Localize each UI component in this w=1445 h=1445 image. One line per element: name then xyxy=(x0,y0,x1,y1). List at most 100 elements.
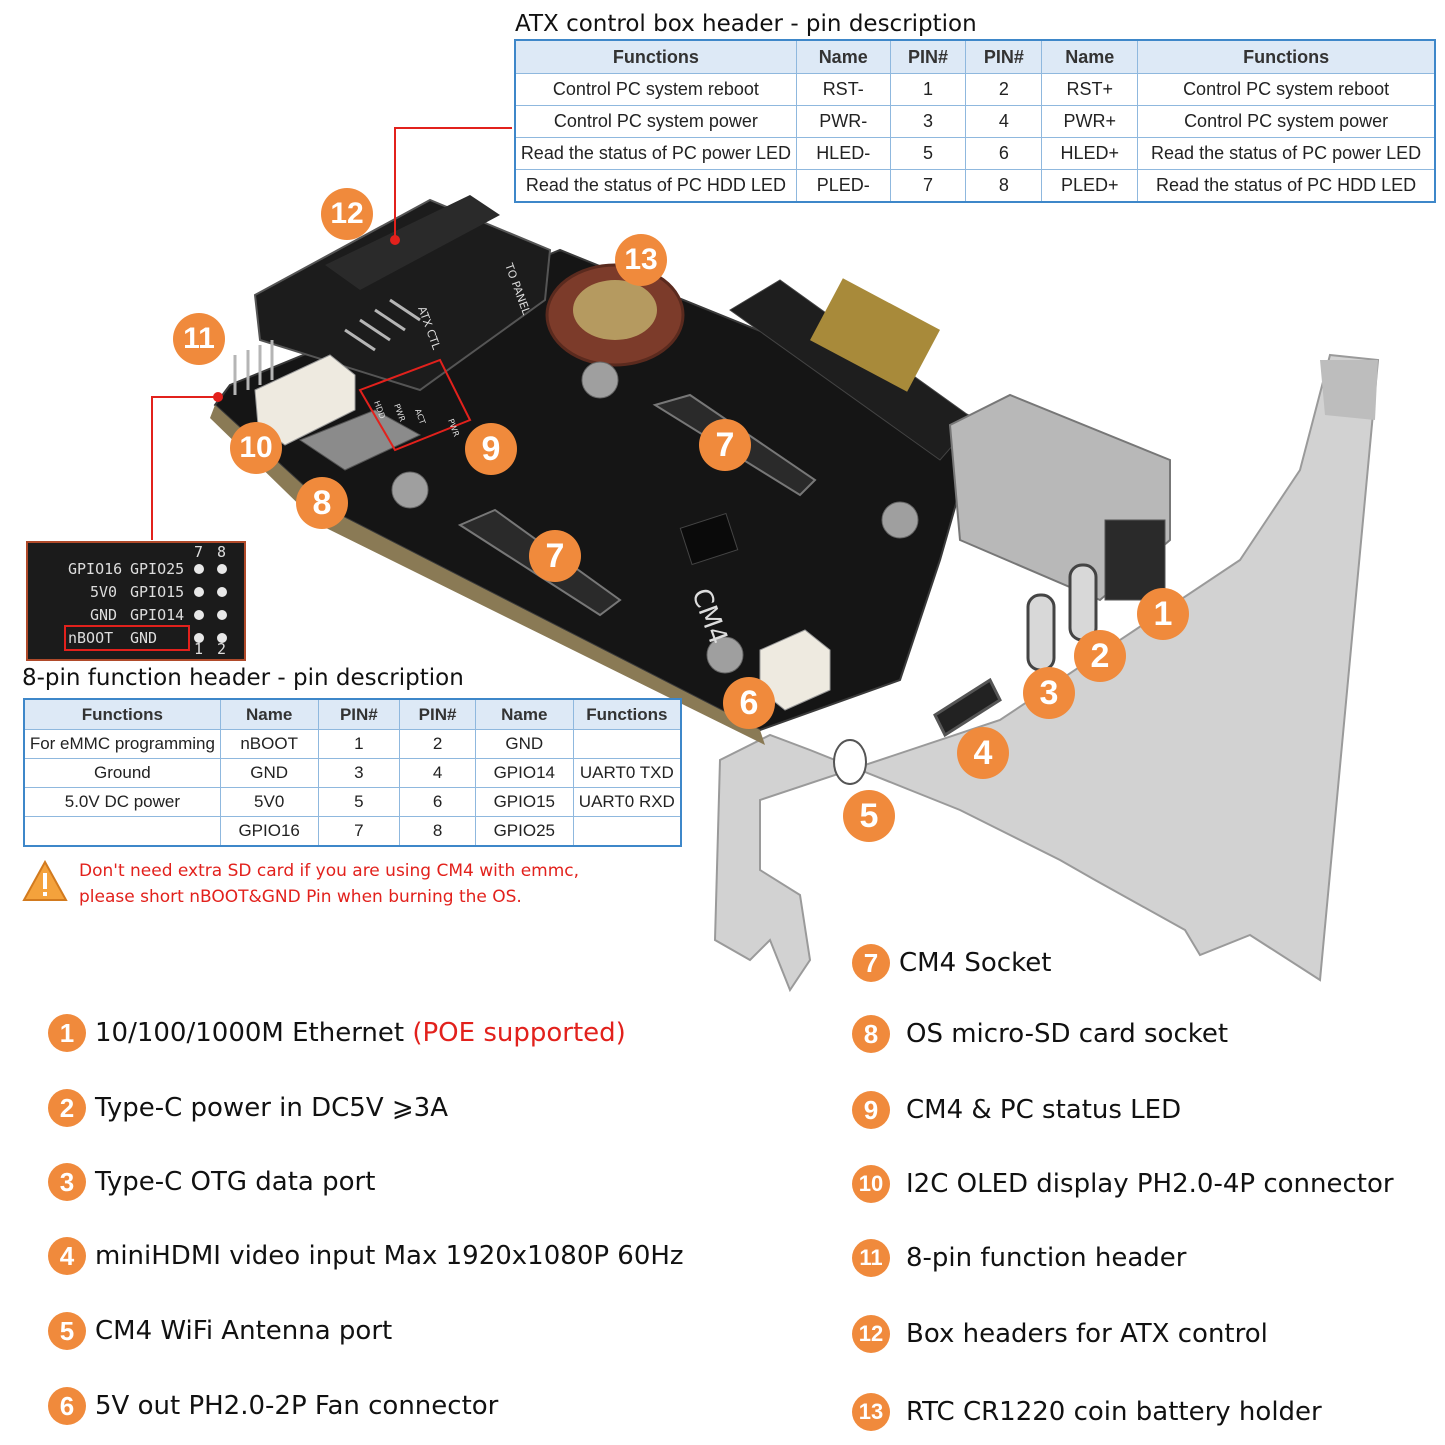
badge-12: 12 xyxy=(321,188,373,240)
table-cell: 8 xyxy=(399,816,476,847)
table-cell: 6 xyxy=(399,787,476,817)
legend-text: CM4 WiFi Antenna port xyxy=(95,1316,393,1346)
pcie-bracket xyxy=(713,353,1380,993)
legend-item-3: 3 Type-C OTG data port xyxy=(48,1160,375,1204)
legend-item-11: 11 8-pin function header xyxy=(852,1236,1186,1280)
col-header: PIN# xyxy=(317,698,401,730)
legend-number: 12 xyxy=(852,1315,890,1353)
nboot-highlight xyxy=(64,625,190,651)
legend-text: miniHDMI video input Max 1920x1080P 60Hz xyxy=(95,1241,684,1271)
pin-number: 8 xyxy=(217,543,227,561)
pin-header-inset: GPIO16 GPIO25 5V0 GPIO15 GND GPIO14 nBOO… xyxy=(26,541,246,661)
badge-7b: 7 xyxy=(529,530,581,582)
table-cell xyxy=(572,816,682,847)
col-header: Functions xyxy=(514,39,797,74)
table-row: GPIO16 7 8 GPIO25 xyxy=(23,816,682,847)
legend-number: 6 xyxy=(48,1387,86,1425)
legend-number: 10 xyxy=(852,1165,890,1203)
table-row: 5.0V DC power 5V0 5 6 GPIO15 UART0 RXD xyxy=(23,787,682,817)
legend-text: RTC CR1220 coin battery holder xyxy=(906,1397,1322,1427)
legend-number: 7 xyxy=(852,944,890,982)
pin-label: 5V0 xyxy=(90,583,118,601)
atx-table-title: ATX control box header - pin description xyxy=(515,11,977,37)
table-cell: GPIO25 xyxy=(474,816,574,847)
legend-number: 5 xyxy=(48,1312,86,1350)
table-cell: PWR+ xyxy=(1041,105,1139,138)
table-cell: Read the status of PC HDD LED xyxy=(514,169,797,203)
table-row: For eMMC programming nBOOT 1 2 GND xyxy=(23,729,682,759)
table-cell: 4 xyxy=(399,758,476,788)
legend-item-2: 2 Type-C power in DC5V ⩾3A xyxy=(48,1086,448,1130)
pin-number: 7 xyxy=(194,543,204,561)
table-row: Read the status of PC HDD LED PLED- 7 8 … xyxy=(514,169,1436,203)
badge-6: 6 xyxy=(723,677,775,729)
badge-10: 10 xyxy=(230,422,282,474)
warning-line: please short nBOOT&GND Pin when burning … xyxy=(79,887,522,907)
legend-item-5: 5 CM4 WiFi Antenna port xyxy=(48,1309,392,1353)
table-cell: 5 xyxy=(317,787,401,817)
legend-text: OS micro-SD card socket xyxy=(906,1019,1229,1049)
legend-item-1: 1 10/100/1000M Ethernet (POE supported) xyxy=(48,1011,626,1055)
table-cell: GND xyxy=(474,729,574,759)
legend-text: CM4 Socket xyxy=(899,948,1052,978)
badge-11: 11 xyxy=(173,313,225,365)
table-cell xyxy=(572,729,682,759)
col-header: PIN# xyxy=(965,39,1043,74)
badge-9: 9 xyxy=(465,423,517,475)
pin-label: GPIO16 xyxy=(68,560,123,578)
col-header: Functions xyxy=(572,698,682,730)
col-header: Functions xyxy=(1137,39,1436,74)
fn-table-title: 8-pin function header - pin description xyxy=(22,665,464,691)
table-row: Ground GND 3 4 GPIO14 UART0 TXD xyxy=(23,758,682,788)
table-cell: PWR- xyxy=(795,105,891,138)
pin-label: nBOOT xyxy=(68,629,114,647)
legend-text: Type-C power in DC5V ⩾3A xyxy=(95,1093,448,1123)
legend-text: 5V out PH2.0-2P Fan connector xyxy=(95,1391,499,1421)
legend-item-4: 4 miniHDMI video input Max 1920x1080P 60… xyxy=(48,1234,684,1278)
table-cell: Read the status of PC power LED xyxy=(514,137,797,170)
mini-hdmi-port xyxy=(933,677,1002,738)
table-row: Control PC system power PWR- 3 4 PWR+ Co… xyxy=(514,105,1436,138)
badge-8: 8 xyxy=(296,477,348,529)
header-callout-line xyxy=(151,396,218,540)
legend-number: 9 xyxy=(852,1091,890,1129)
legend-item-10: 10 I2C OLED display PH2.0-4P connector xyxy=(852,1162,1394,1206)
table-row: Read the status of PC power LED HLED- 5 … xyxy=(514,137,1436,170)
table-cell: 3 xyxy=(317,758,401,788)
table-cell: Ground xyxy=(23,758,221,788)
table-cell xyxy=(23,816,221,847)
badge-3: 3 xyxy=(1023,667,1075,719)
warning-line: Don't need extra SD card if you are usin… xyxy=(79,861,580,881)
antenna-port xyxy=(833,739,867,785)
table-cell: 7 xyxy=(317,816,401,847)
col-header: Name xyxy=(795,39,891,74)
legend-text: 8-pin function header xyxy=(906,1243,1187,1273)
sd-card-slot xyxy=(298,409,422,471)
table-cell: GPIO14 xyxy=(474,758,574,788)
badge-7a: 7 xyxy=(699,419,751,471)
table-cell: Control PC system power xyxy=(1137,105,1436,138)
legend-text: CM4 & PC status LED xyxy=(906,1095,1182,1125)
legend-text: Type-C OTG data port xyxy=(95,1167,376,1197)
table-cell: GND xyxy=(219,758,319,788)
table-cell: GPIO16 xyxy=(219,816,319,847)
legend-number: 8 xyxy=(852,1015,890,1053)
badge-1: 1 xyxy=(1137,588,1189,640)
table-cell: For eMMC programming xyxy=(23,729,221,759)
col-header: Name xyxy=(474,698,574,730)
atx-box-header xyxy=(253,198,552,392)
atx-callout-line xyxy=(394,127,512,240)
legend-text: 10/100/1000M Ethernet xyxy=(95,1018,413,1048)
table-cell: UART0 RXD xyxy=(572,787,682,817)
badge-2: 2 xyxy=(1074,630,1126,682)
table-cell: HLED- xyxy=(795,137,891,170)
badge-5: 5 xyxy=(843,790,895,842)
legend-number: 4 xyxy=(48,1237,86,1275)
legend-number: 11 xyxy=(852,1239,890,1277)
table-cell: Control PC system reboot xyxy=(514,73,797,106)
poe-note: (POE supported) xyxy=(412,1018,626,1048)
usb-c-otg-port xyxy=(1026,593,1056,672)
pin-label: GPIO14 xyxy=(130,606,185,624)
legend-number: 1 xyxy=(48,1014,86,1052)
table-cell: 5.0V DC power xyxy=(23,787,221,817)
